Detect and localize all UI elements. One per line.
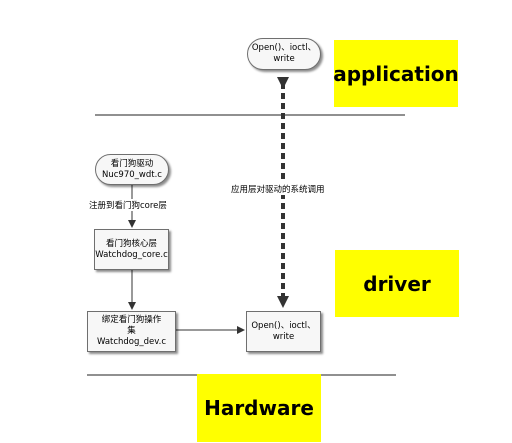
hardware-layer-label: Hardware [197, 374, 321, 442]
watchdog-driver-node: 看门狗驱动 Nuc970_wdt.c [95, 154, 169, 185]
application-layer-label: application [333, 40, 459, 107]
watchdog-core-line2: Watchdog_core.c [95, 249, 168, 260]
watchdog-core-line1: 看门狗核心层 [105, 238, 157, 249]
driver-syscall-line2: write [272, 331, 295, 342]
app-syscall-node: Open()、ioctl、 write [247, 38, 321, 70]
watchdog-dev-line1: 绑定看门狗操作 [101, 315, 162, 325]
register-edge-label: 注册到看门狗core层 [88, 199, 168, 211]
watchdog-dev-line2: 集 [127, 326, 136, 336]
driver-layer-label: driver [335, 250, 459, 317]
driver-syscall-line1: Open()、ioctl、 [251, 320, 316, 331]
driver-syscall-node: Open()、ioctl、 write [246, 311, 321, 352]
watchdog-core-node: 看门狗核心层 Watchdog_core.c [94, 229, 169, 270]
watchdog-dev-line3: Watchdog_dev.c [96, 337, 167, 347]
syscall-edge-label: 应用层对驱动的系统调用 [230, 183, 326, 195]
app-syscall-line1: Open()、ioctl、 [251, 43, 317, 53]
watchdog-driver-line2: Nuc970_wdt.c [102, 169, 162, 180]
watchdog-dev-node: 绑定看门狗操作 集 Watchdog_dev.c [87, 311, 176, 352]
watchdog-driver-line1: 看门狗驱动 [110, 158, 154, 169]
app-syscall-line2: write [273, 54, 295, 64]
